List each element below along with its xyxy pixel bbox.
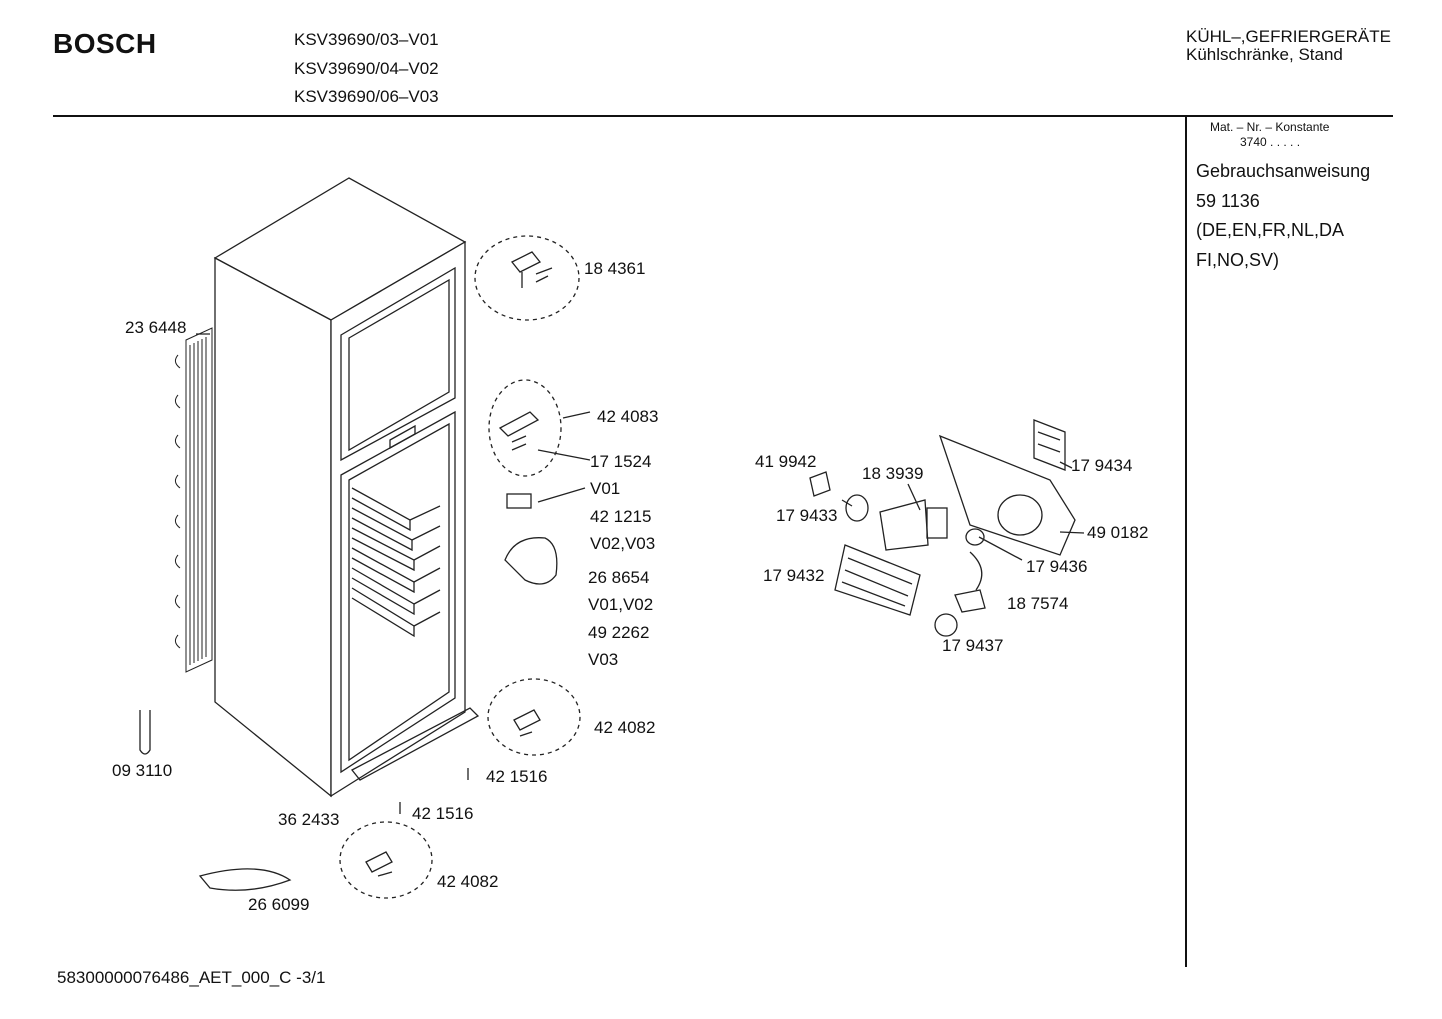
- part-label-179436: 17 9436: [1026, 557, 1088, 576]
- hinge-lower-callout: [339, 821, 433, 899]
- hinge-bottom-callout: [487, 678, 581, 756]
- lamp-assembly-drawing: [809, 419, 1085, 637]
- thermal-fuse-part: [139, 710, 151, 755]
- part-label-v01v02: V01,V02: [588, 595, 654, 614]
- manual-languages-1: (DE,EN,FR,NL,DA: [1196, 220, 1345, 240]
- model-number-1: KSV39690/03–V01: [294, 30, 439, 49]
- freezer-drawers: [351, 487, 441, 638]
- switch-part: [506, 493, 532, 509]
- part-label-362433: 36 2433: [278, 810, 340, 829]
- part-label-421516-b: 42 1516: [412, 804, 474, 823]
- part-label-184361: 18 4361: [584, 259, 646, 278]
- part-label-421215: 42 1215: [590, 507, 652, 526]
- sidebar-divider: [1185, 116, 1187, 967]
- part-label-266099: 26 6099: [248, 895, 310, 914]
- part-label-v01: V01: [590, 479, 621, 498]
- hinge-middle-part: [498, 411, 540, 451]
- part-label-268654: 26 8654: [588, 568, 650, 587]
- category-subtitle: Kühlschränke, Stand: [1186, 45, 1343, 64]
- header-divider: [53, 115, 1393, 117]
- part-label-v03: V03: [588, 650, 619, 669]
- hinge-bottom-part: [513, 709, 541, 737]
- part-label-179437: 17 9437: [942, 636, 1004, 655]
- screw-parts: [399, 768, 469, 814]
- part-label-236448: 23 6448: [125, 318, 187, 337]
- part-label-492262: 49 2262: [588, 623, 650, 642]
- document-id: 58300000076486_AET_000_C -3/1: [57, 968, 326, 987]
- manual-title: Gebrauchsanweisung: [1196, 161, 1371, 181]
- mat-nr-value: 3740 . . . . .: [1240, 135, 1301, 149]
- part-label-421516-a: 42 1516: [486, 767, 548, 786]
- fridge-cabinet-drawing: [174, 177, 480, 798]
- fan-part: [504, 537, 558, 585]
- part-label-179432: 17 9432: [763, 566, 825, 585]
- part-label-424082-a: 42 4082: [594, 718, 656, 737]
- manual-languages-2: FI,NO,SV): [1196, 250, 1280, 270]
- brand-logo: BOSCH: [53, 28, 157, 59]
- model-number-3: KSV39690/06–V03: [294, 87, 439, 106]
- part-label-171524: 17 1524: [590, 452, 652, 471]
- hinge-lower-part: [365, 851, 393, 877]
- part-label-419942: 41 9942: [755, 452, 817, 471]
- part-label-179433: 17 9433: [776, 506, 838, 525]
- part-label-179434: 17 9434: [1071, 456, 1133, 475]
- part-label-490182: 49 0182: [1087, 523, 1149, 542]
- part-label-187574: 18 7574: [1007, 594, 1069, 613]
- manual-number: 59 1136: [1196, 191, 1260, 211]
- category-title: KÜHL–,GEFRIERGERÄTE: [1186, 27, 1391, 46]
- part-label-424083: 42 4083: [597, 407, 659, 426]
- mat-nr-label: Mat. – Nr. – Konstante: [1210, 120, 1330, 134]
- part-label-183939: 18 3939: [862, 464, 924, 483]
- hinge-top-part: [510, 251, 553, 288]
- hinge-middle-callout: [488, 379, 562, 477]
- model-number-2: KSV39690/04–V02: [294, 59, 439, 78]
- condenser-coil: [174, 327, 213, 673]
- part-label-424082-b: 42 4082: [437, 872, 499, 891]
- part-label-v02v03: V02,V03: [590, 534, 656, 553]
- hinge-top-callout: [474, 235, 580, 321]
- power-cord-part: [198, 868, 292, 891]
- part-label-093110: 09 3110: [112, 761, 173, 780]
